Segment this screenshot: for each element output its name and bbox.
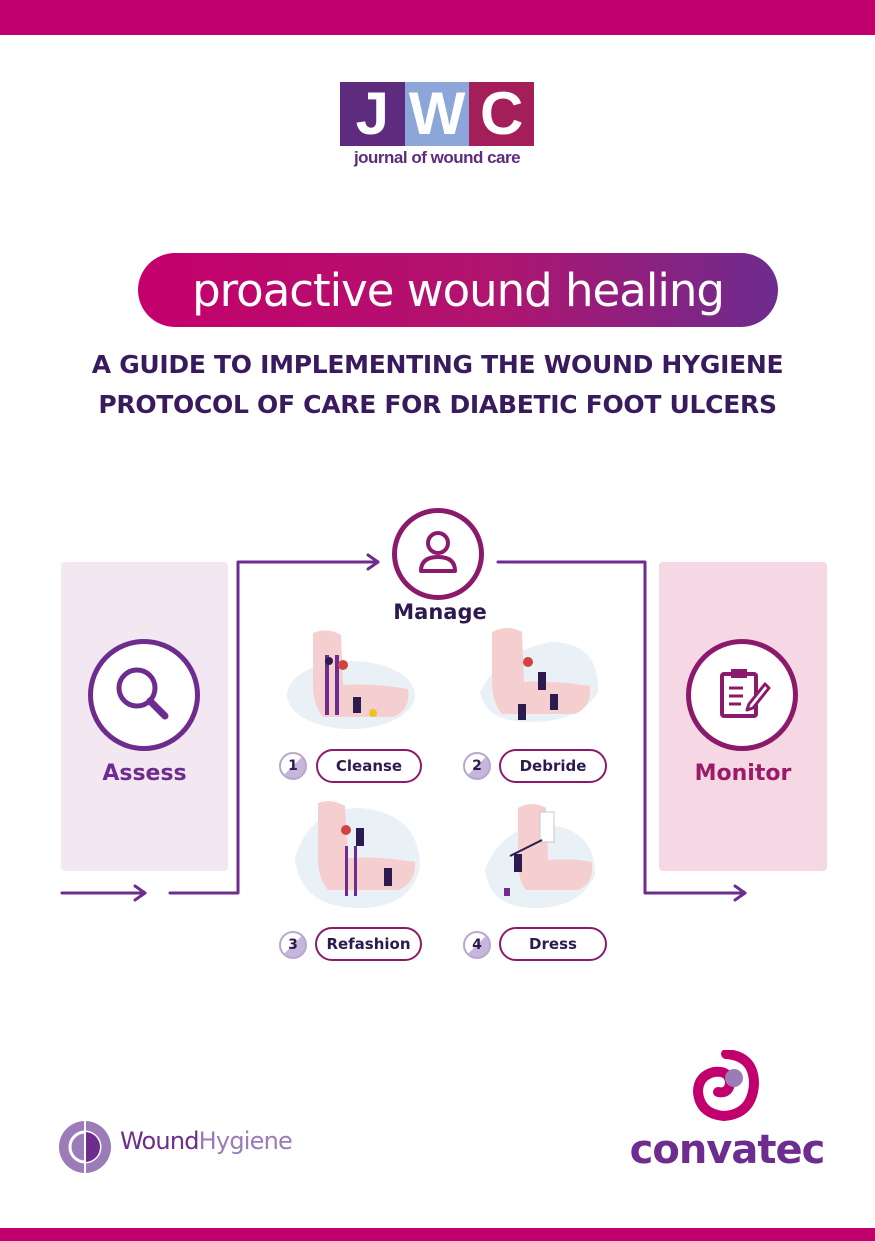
convatec-logo-text: convatec [629, 1127, 826, 1173]
jwc-letter-w: W [404, 82, 470, 146]
wound-hygiene-word-1: Wound [120, 1127, 199, 1155]
step-4-number: 4 [463, 931, 491, 959]
dress-illustration [485, 804, 595, 908]
bottom-bar [0, 1228, 875, 1241]
page-title: proactive wound healing [138, 253, 778, 327]
assess-circle [88, 639, 200, 751]
subtitle-line-1: A GUIDE TO IMPLEMENTING THE WOUND HYGIEN… [91, 350, 784, 379]
manage-circle [392, 508, 484, 600]
step-1-number: 1 [279, 752, 307, 780]
monitor-label: Monitor [694, 761, 792, 786]
step-1-label: Cleanse [316, 749, 422, 783]
jwc-letter-j: J [340, 82, 405, 146]
refashion-illustration [295, 801, 420, 908]
step-2-label: Debride [499, 749, 607, 783]
debride-illustration [480, 628, 599, 722]
wound-hygiene-logo-text: WoundHygiene [120, 1127, 293, 1155]
top-bar [0, 0, 875, 35]
page-subtitle: A GUIDE TO IMPLEMENTING THE WOUND HYGIEN… [30, 345, 845, 425]
cleanse-illustration [287, 630, 415, 729]
assess-label: Assess [102, 761, 187, 786]
step-3-label: Refashion [315, 927, 422, 961]
step-4-label: Dress [499, 927, 607, 961]
convatec-logo-icon [692, 1050, 760, 1122]
jwc-logo-subtitle: journal of wound care [353, 148, 521, 167]
jwc-logo: J W C [340, 82, 535, 146]
monitor-circle [686, 639, 798, 751]
magnifier-icon [116, 667, 169, 720]
person-icon [419, 531, 457, 573]
jwc-letter-c: C [469, 82, 535, 146]
wound-hygiene-word-2: Hygiene [198, 1127, 293, 1155]
subtitle-line-2: PROTOCOL OF CARE FOR DIABETIC FOOT ULCER… [98, 390, 777, 419]
step-2-number: 2 [463, 752, 491, 780]
clipboard-icon [720, 669, 771, 718]
wound-hygiene-logo-icon [59, 1121, 111, 1173]
manage-label: Manage [393, 600, 487, 624]
step-3-number: 3 [279, 931, 307, 959]
